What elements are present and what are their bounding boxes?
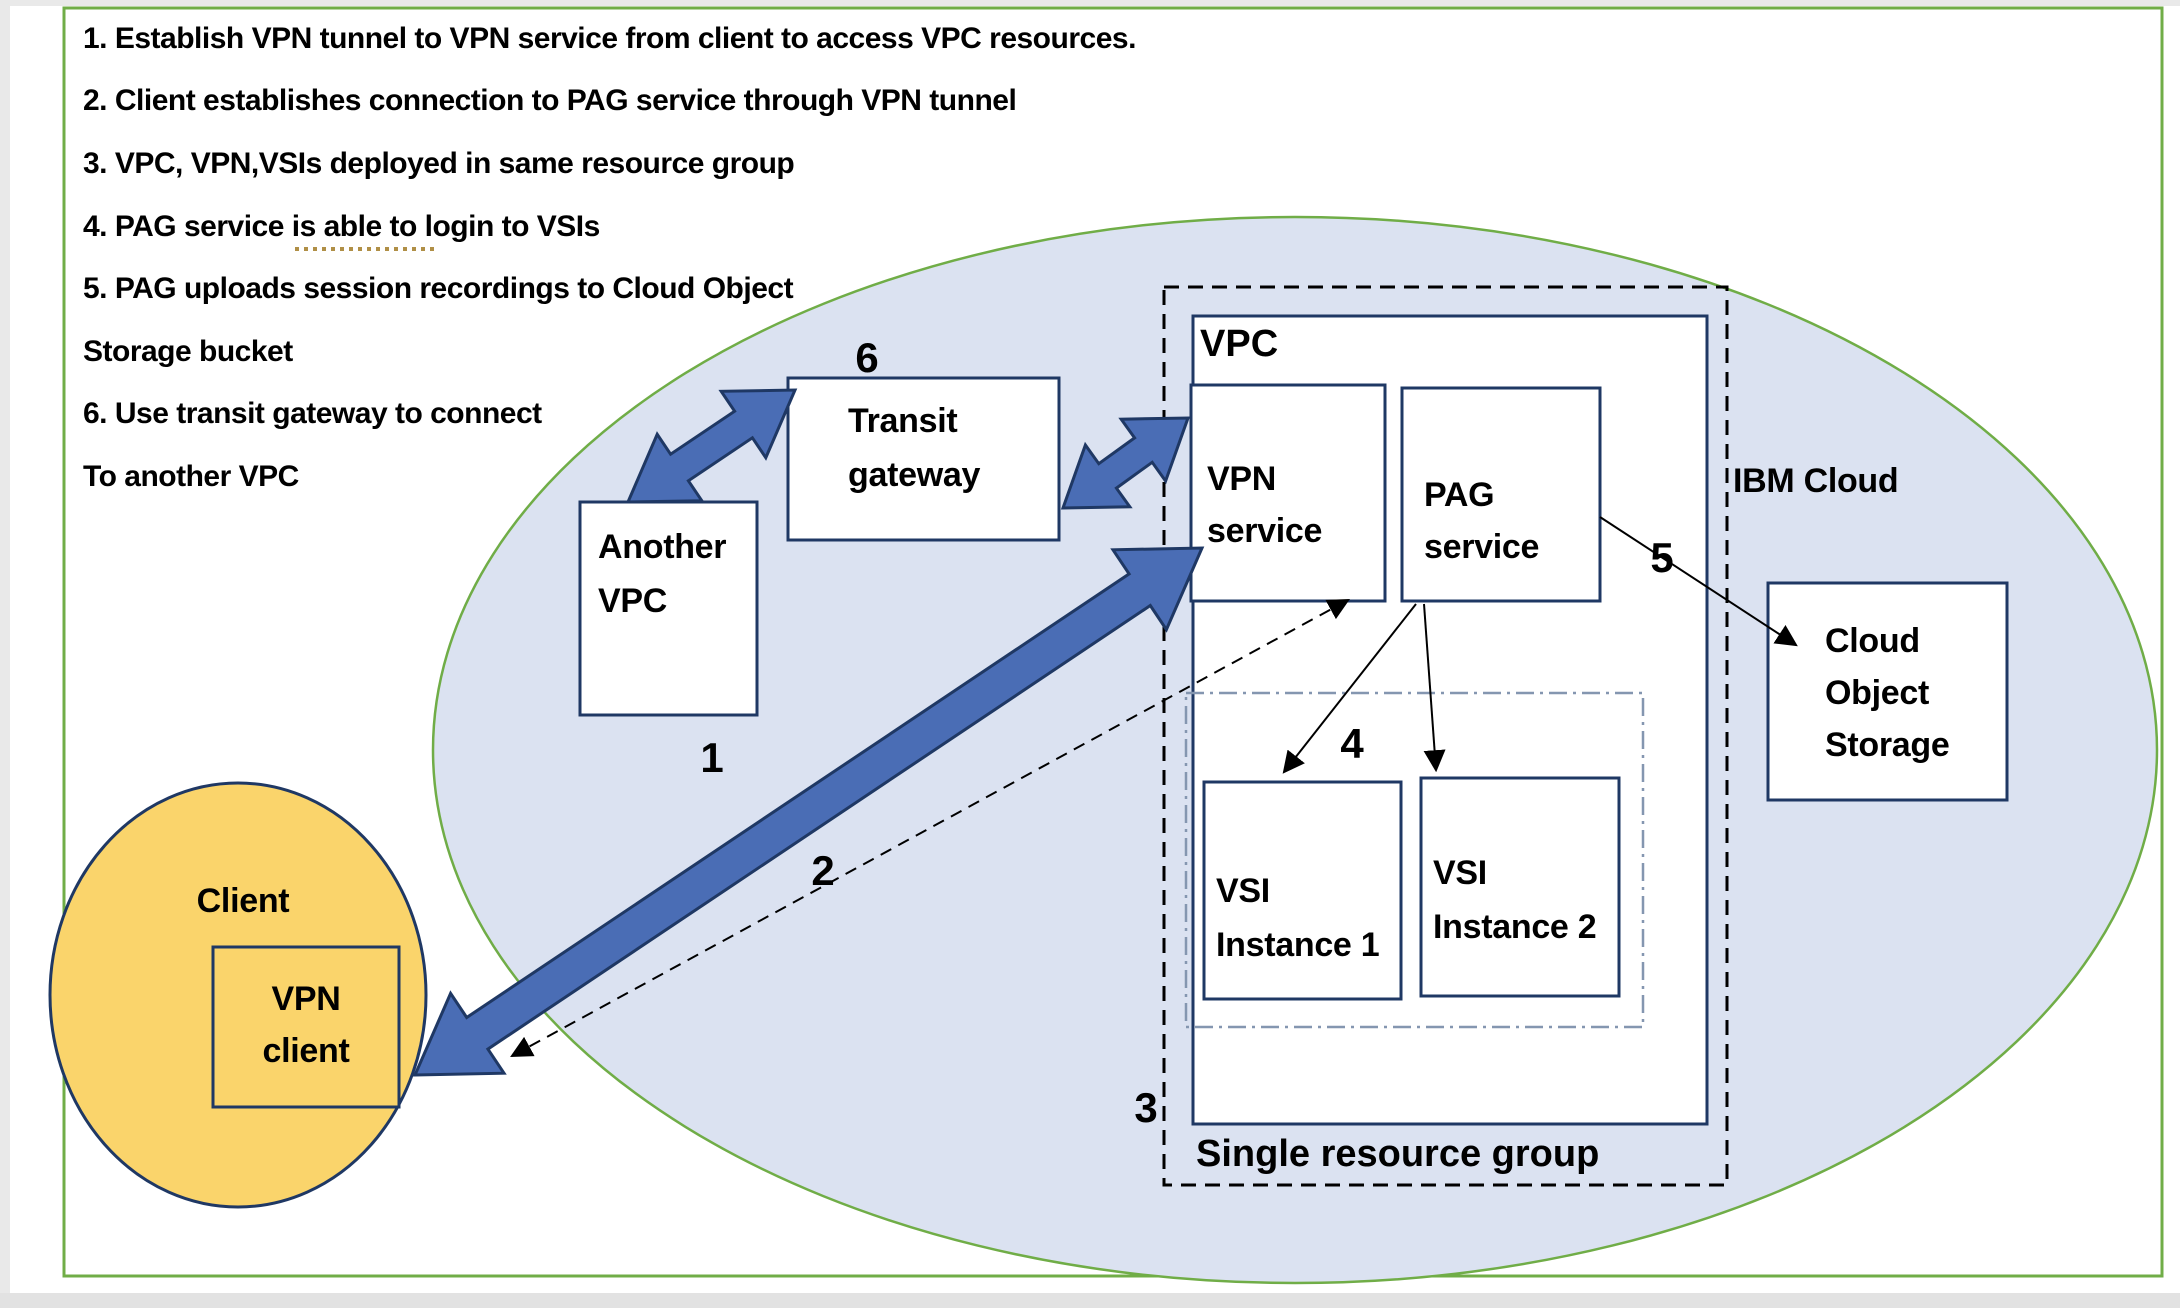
vpn-client-label-line2: client <box>262 1032 349 1070</box>
connector-number-4: 4 <box>1340 720 1364 767</box>
vsi-instance-2-label-line2: Instance 2 <box>1433 908 1596 946</box>
ibm-cloud-label: IBM Cloud <box>1733 462 1898 500</box>
client-label: Client <box>197 882 290 920</box>
arrow-pag-to-vsi1 <box>1282 603 1417 774</box>
vpn-service-node: VPN service <box>1189 383 1387 603</box>
connector-number-1: 1 <box>700 734 723 781</box>
cos-label-line2: Object <box>1825 674 1929 712</box>
step-4-text: 4. PAG service is able to login to VSIs <box>83 210 600 243</box>
pag-service-node: PAG service <box>1400 386 1602 603</box>
another-vpc-node: Another VPC <box>578 500 759 717</box>
top-gray-strip <box>0 0 2180 6</box>
cos-label-line3: Storage <box>1825 726 1950 764</box>
step-5-text: 5. PAG uploads session recordings to Clo… <box>83 272 794 305</box>
vsi-instance-2-box <box>1419 776 1621 998</box>
step-4-underlined: is able to <box>292 210 417 243</box>
transit-gateway-label-line1: Transit <box>848 402 957 440</box>
pag-service-label-line1: PAG <box>1424 476 1494 514</box>
vpn-client-box <box>211 945 401 1109</box>
step-5b-text: Storage bucket <box>83 335 293 368</box>
connector-number-6: 6 <box>855 334 878 381</box>
arrow-pag-to-vsi2 <box>1423 603 1446 773</box>
another-vpc-label-line1: Another <box>598 528 726 566</box>
cos-label-line1: Cloud <box>1825 622 1920 660</box>
bottom-gray-strip <box>0 1293 2180 1308</box>
step-1-text: 1. Establish VPN tunnel to VPN service f… <box>83 22 1136 55</box>
vpn-client-node: VPN client <box>211 945 401 1109</box>
step-3-text: 3. VPC, VPN,VSIs deployed in same resour… <box>83 147 794 180</box>
cloud-object-storage-node: Cloud Object Storage <box>1766 581 2009 802</box>
arrow-transit-gateway-vpc <box>1060 416 1191 510</box>
vsi-instance-2-node: VSI Instance 2 <box>1419 776 1621 998</box>
arrow-pag-to-cos <box>1599 516 1798 647</box>
cloud-object-storage-box <box>1766 581 2009 802</box>
vsi-instance-1-label-line2: Instance 1 <box>1216 926 1379 964</box>
vpn-service-box <box>1189 383 1387 603</box>
vsi-instance-1-label-line1: VSI <box>1216 872 1270 910</box>
step-6b-text: To another VPC <box>83 460 299 493</box>
left-gray-strip <box>0 0 10 1308</box>
transit-gateway-box <box>786 376 1061 542</box>
vpn-service-label-line1: VPN <box>1207 460 1276 498</box>
step-4-post: login to VSIs <box>417 210 600 243</box>
connector-number-5: 5 <box>1650 534 1673 581</box>
transit-gateway-label-line2: gateway <box>848 456 980 494</box>
connector-number-2: 2 <box>811 847 834 894</box>
another-vpc-label-line2: VPC <box>598 582 667 620</box>
single-resource-group-label: Single resource group <box>1196 1133 1599 1175</box>
vpc-label: VPC <box>1200 323 1278 365</box>
vpn-service-label-line2: service <box>1207 512 1322 550</box>
arrow-another-vpc-transit-gateway <box>625 388 798 504</box>
vsi-instance-1-node: VSI Instance 1 <box>1202 780 1403 1001</box>
vsi-instance-2-label-line1: VSI <box>1433 854 1487 892</box>
connector-number-3: 3 <box>1134 1084 1157 1131</box>
step-notes: 1. Establish VPN tunnel to VPN service f… <box>83 22 1136 493</box>
step-2-text: 2. Client establishes connection to PAG … <box>83 84 1016 117</box>
transit-gateway-node: Transit gateway <box>786 376 1061 542</box>
vpn-client-label-line1: VPN <box>271 980 340 1018</box>
step-4-pre: 4. PAG service <box>83 210 292 243</box>
pag-service-box <box>1400 386 1602 603</box>
pag-service-label-line2: service <box>1424 528 1539 566</box>
step-6-text: 6. Use transit gateway to connect <box>83 397 542 430</box>
